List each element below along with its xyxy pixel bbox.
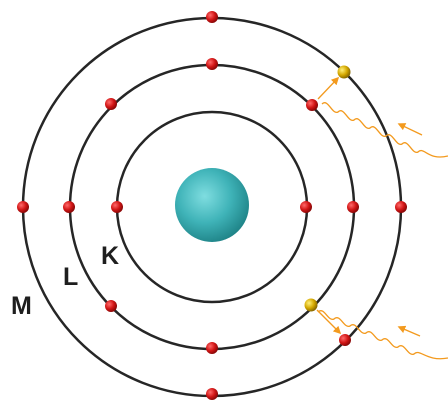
excited-electron-2 [304, 298, 318, 312]
electron-l-1 [206, 58, 218, 70]
shell-label-k: K [101, 242, 120, 270]
electron-m-1 [206, 11, 218, 23]
transition-arrow-lower [316, 309, 342, 335]
electron-m-5 [206, 388, 218, 400]
electron-m-4 [339, 334, 351, 346]
transition-arrow-upper [317, 76, 340, 100]
photon-wave-upper [321, 102, 448, 158]
electron-m-3 [395, 201, 407, 213]
electron-k-2 [300, 201, 312, 213]
electron-l-6 [105, 300, 117, 312]
photon-arrow-lower [397, 325, 421, 337]
electron-l-4 [63, 201, 75, 213]
photon-arrow-upper [397, 123, 423, 136]
electron-l-3 [306, 99, 318, 111]
electron-l-5 [347, 201, 359, 213]
nucleus [175, 168, 249, 242]
shell-label-l: L [63, 263, 79, 291]
electron-m-2 [17, 201, 29, 213]
electron-k-1 [111, 201, 123, 213]
electron-l-7 [206, 342, 218, 354]
electron-l-2 [105, 98, 117, 110]
photon-wave-lower [317, 310, 448, 360]
shell-label-m: M [11, 292, 32, 320]
excited-electron-1 [337, 65, 351, 79]
